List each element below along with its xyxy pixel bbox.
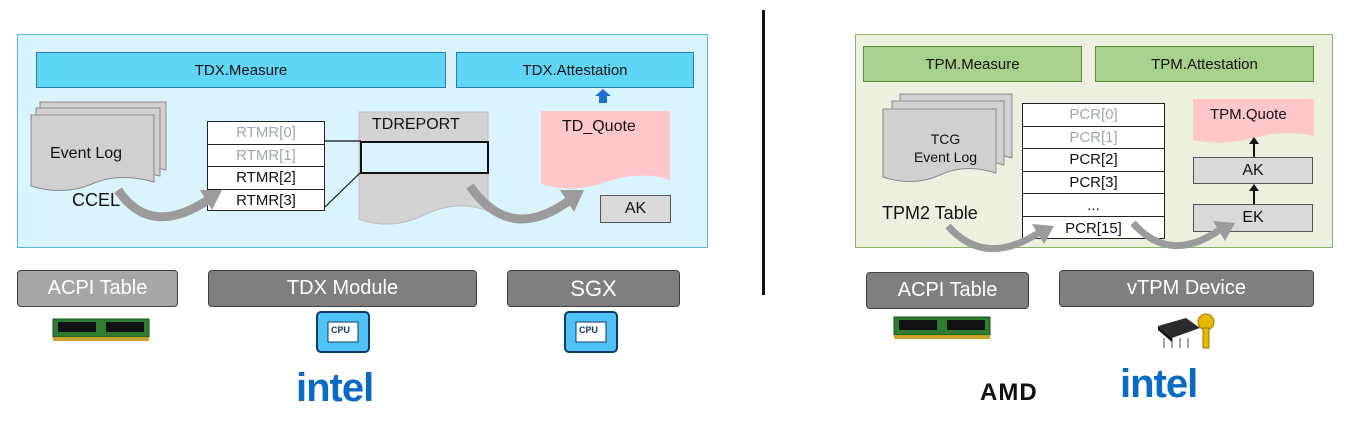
pcr-row: ... [1023, 194, 1164, 217]
rtmr-row: RTMR[2] [208, 167, 324, 190]
pcr-row: PCR[2] [1023, 149, 1164, 172]
sgx-button[interactable]: SGX [507, 270, 680, 307]
tdx-module-label: TDX Module [286, 277, 399, 299]
td-quote-doc-icon [541, 111, 670, 189]
sgx-label: SGX [570, 275, 617, 301]
tdx-ak-label: AK [624, 200, 647, 217]
tpm-chip-key-icon [1158, 313, 1215, 349]
tpm-acpi-table-button[interactable]: ACPI Table [866, 272, 1029, 309]
tcg-event-log-label: TCG Event Log [898, 130, 993, 166]
tcg-event-log-icon [882, 93, 1013, 182]
tdx-attestation-label: TDX.Attestation [522, 61, 628, 79]
pcr-row: PCR[1] [1023, 127, 1164, 150]
cpu-label: CPU [579, 325, 599, 335]
cpu-label: CPU [331, 325, 351, 335]
pcr-row: PCR[15] [1065, 219, 1122, 237]
pcr-row: PCR[3] [1023, 172, 1164, 195]
tpm2-table-label: TPM2 Table [882, 203, 978, 223]
tpm-measure-label: TPM.Measure [925, 55, 1020, 73]
tdx-module-button[interactable]: TDX Module [208, 270, 477, 307]
tpm-measure-bar: TPM.Measure [863, 46, 1082, 82]
curved-arrow-icon [466, 183, 584, 224]
tdx-event-log-icon [30, 101, 167, 191]
rtmr-row: RTMR[3] [236, 192, 296, 210]
pcr-row: PCR[0] [1023, 104, 1164, 127]
memory-module-icon [893, 316, 991, 339]
intel-logo: intel [296, 366, 374, 410]
tpm-attestation-label: TPM.Attestation [1151, 55, 1258, 73]
amd-logo: AMD [980, 379, 1038, 406]
tdx-event-log-label: Event Log [50, 145, 123, 162]
curved-arrow-icon [945, 223, 1054, 253]
intel-logo: intel [1120, 362, 1198, 406]
tpm-ek-box: EK [1193, 204, 1313, 232]
tcg-label-line2: Event Log [913, 149, 978, 165]
ccel-label: CCEL [72, 190, 121, 210]
td-quote-label: TD_Quote [562, 118, 636, 135]
acpi-table-button[interactable]: ACPI Table [17, 270, 178, 307]
rtmr-connector-lines [324, 140, 362, 208]
acpi-table-label: ACPI Table [47, 277, 148, 299]
rtmr-table: RTMR[0] RTMR[1] RTMR[2] RTMR[3] [207, 121, 325, 211]
tpm-attestation-bar: TPM.Attestation [1095, 46, 1314, 82]
cpu-chip-icon [563, 310, 619, 354]
pcr-table: PCR[0] PCR[1] PCR[2] PCR[3] ... PCR[15] [1022, 103, 1165, 239]
vtpm-device-label: vTPM Device [1127, 277, 1246, 299]
tdx-measure-label: TDX.Measure [194, 61, 288, 79]
tdx-ak-box: AK [600, 195, 671, 223]
rtmr-row: RTMR[1] [208, 145, 324, 167]
arrow-up-icon [595, 89, 611, 103]
tdreport-label: TDREPORT [372, 116, 460, 133]
section-divider [762, 10, 765, 295]
rtmr-row: RTMR[0] [208, 122, 324, 145]
arrow-up-icon [1249, 184, 1259, 204]
tpm-acpi-table-label: ACPI Table [897, 279, 998, 301]
tpm-quote-label: TPM.Quote [1210, 106, 1287, 123]
arrow-up-icon [1249, 137, 1259, 157]
memory-module-icon [52, 318, 150, 341]
tdreport-field-box [360, 141, 489, 174]
tpm-ak-box: AK [1193, 157, 1313, 184]
tdx-measure-bar: TDX.Measure [36, 52, 446, 88]
curved-arrow-icon [1130, 220, 1235, 250]
tcg-label-line1: TCG [930, 131, 961, 147]
vtpm-device-button[interactable]: vTPM Device [1059, 270, 1314, 307]
tpm-ak-label: AK [1242, 161, 1264, 179]
tpm-quote-doc-icon [1193, 99, 1314, 143]
tpm-ek-label: EK [1242, 209, 1264, 226]
curved-arrow-icon [114, 187, 222, 222]
tdx-attestation-bar: TDX.Attestation [456, 52, 694, 88]
cpu-chip-icon [315, 310, 371, 354]
